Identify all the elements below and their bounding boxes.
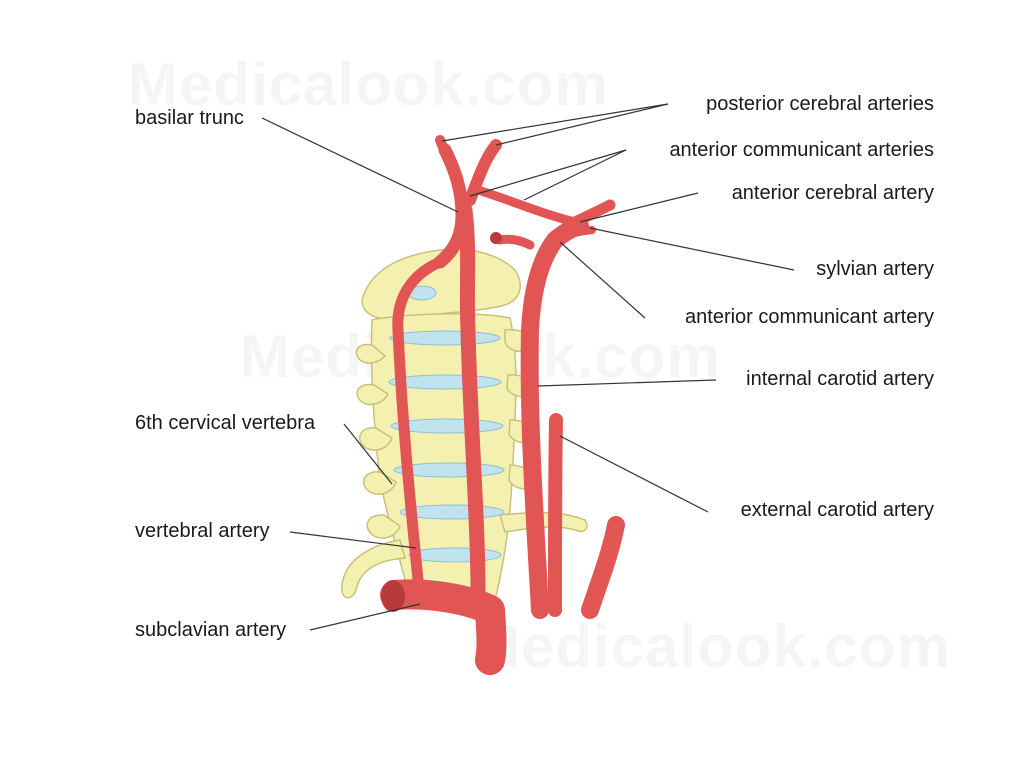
- subclavian-artery-end: [381, 580, 405, 612]
- vertebral-artery-left: [392, 256, 446, 586]
- leader-posterior-cerebral-2: [495, 103, 669, 146]
- leader-posterior-cerebral-1: [441, 103, 669, 142]
- first-rib: [341, 539, 406, 599]
- label-vertebral-artery: vertebral artery: [135, 520, 270, 542]
- leader-sixth-cervical-vertebra: [343, 423, 393, 485]
- label-posterior-cerebral-arteries: posterior cerebral arteries: [706, 93, 934, 115]
- process-left-1: [355, 343, 387, 364]
- leader-external-carotid-artery: [559, 435, 709, 513]
- leader-anterior-communicant-arteries-1: [469, 149, 627, 197]
- vertebral-artery-right: [457, 202, 486, 598]
- external-carotid-artery: [548, 413, 563, 617]
- external-carotid-branch: [581, 516, 625, 619]
- leader-lines: [261, 103, 795, 631]
- watermark-top: Medicalook.com: [128, 51, 609, 118]
- leader-anterior-communicant-artery: [559, 241, 646, 319]
- leader-subclavian-artery: [309, 603, 421, 631]
- label-basilar-trunc: basilar trunc: [135, 107, 244, 129]
- anterior-communicant-vessel: [473, 185, 580, 227]
- process-left-5: [366, 514, 401, 539]
- vertebral-column: [370, 313, 517, 610]
- basilar-artery: [433, 143, 469, 269]
- process-left-4: [362, 471, 397, 495]
- process-left-2: [356, 383, 389, 406]
- posterior-cerebral-left: [435, 135, 453, 163]
- label-external-carotid-artery: external carotid artery: [740, 499, 934, 521]
- leader-vertebral-artery: [289, 531, 417, 549]
- leader-sylvian-artery: [589, 227, 795, 271]
- label-anterior-communicant-artery: anterior communicant artery: [685, 306, 934, 328]
- leader-anterior-cerebral-artery: [579, 192, 699, 223]
- label-anterior-communicant-arteries: anterior communicant arteries: [669, 139, 934, 161]
- watermark-bottom: Medicalook.com: [470, 613, 951, 680]
- artery-stub: [490, 232, 502, 244]
- leader-anterior-communicant-arteries-2: [523, 149, 627, 201]
- sylvian-branch: [556, 226, 596, 244]
- leader-basilar-trunc: [261, 117, 459, 213]
- label-sixth-cervical-vertebra: 6th cervical vertebra: [135, 412, 316, 434]
- ophthalmic-branch: [495, 234, 535, 250]
- subclavian-artery: [380, 579, 507, 675]
- label-subclavian-artery: subclavian artery: [135, 619, 287, 641]
- leader-internal-carotid-artery: [537, 379, 717, 387]
- process-left-3: [358, 427, 393, 451]
- label-internal-carotid-artery: internal carotid artery: [746, 368, 934, 390]
- label-anterior-cerebral-artery: anterior cerebral artery: [731, 182, 934, 204]
- label-sylvian-artery: sylvian artery: [816, 258, 934, 280]
